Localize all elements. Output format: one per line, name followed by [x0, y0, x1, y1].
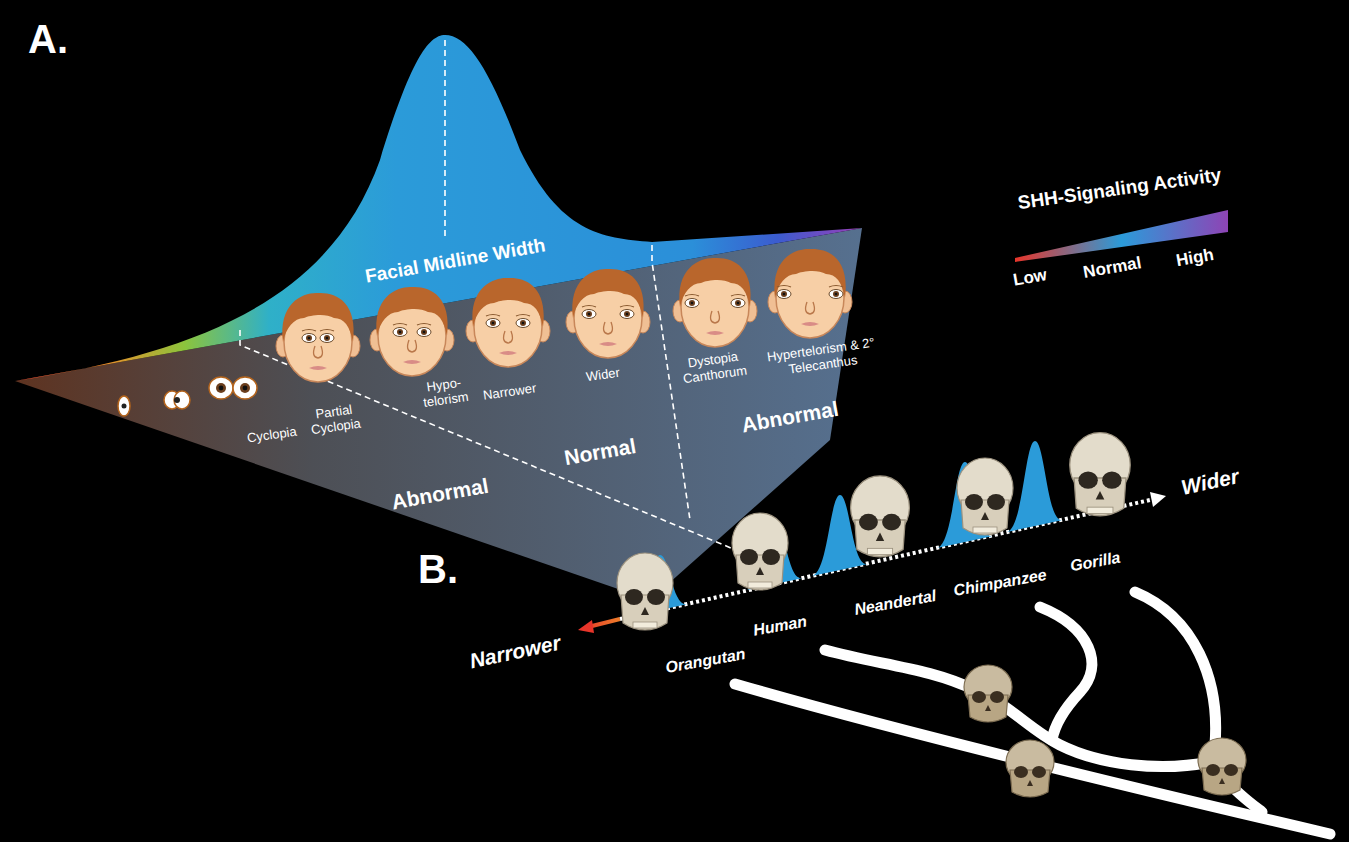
species-label: Human	[752, 612, 809, 640]
legend-label: Low	[1012, 265, 1049, 290]
legend-label: Normal	[1081, 253, 1142, 282]
bell-curve	[15, 35, 862, 381]
species-label: Orangutan	[664, 645, 747, 677]
fossil-skulls	[964, 665, 1246, 797]
species-label: Neandertal	[853, 587, 938, 619]
species-label: Gorilla	[1068, 549, 1121, 576]
face-series	[276, 249, 852, 382]
axis-label: Narrower	[467, 631, 562, 674]
dashed-guides	[240, 40, 760, 560]
species-curves	[632, 441, 1063, 616]
cyclopia-eyes	[118, 377, 257, 416]
panel-label: B.	[418, 546, 458, 592]
phylogeny-tree	[735, 592, 1330, 834]
axis-label: Wider	[1179, 464, 1241, 500]
legend-label: High	[1175, 245, 1216, 271]
legend-title: SHH-Signaling Activity	[1017, 164, 1223, 214]
panel-label: A.	[28, 16, 68, 62]
species-label: Chimpanzee	[952, 566, 1048, 600]
species-skulls	[617, 433, 1130, 630]
